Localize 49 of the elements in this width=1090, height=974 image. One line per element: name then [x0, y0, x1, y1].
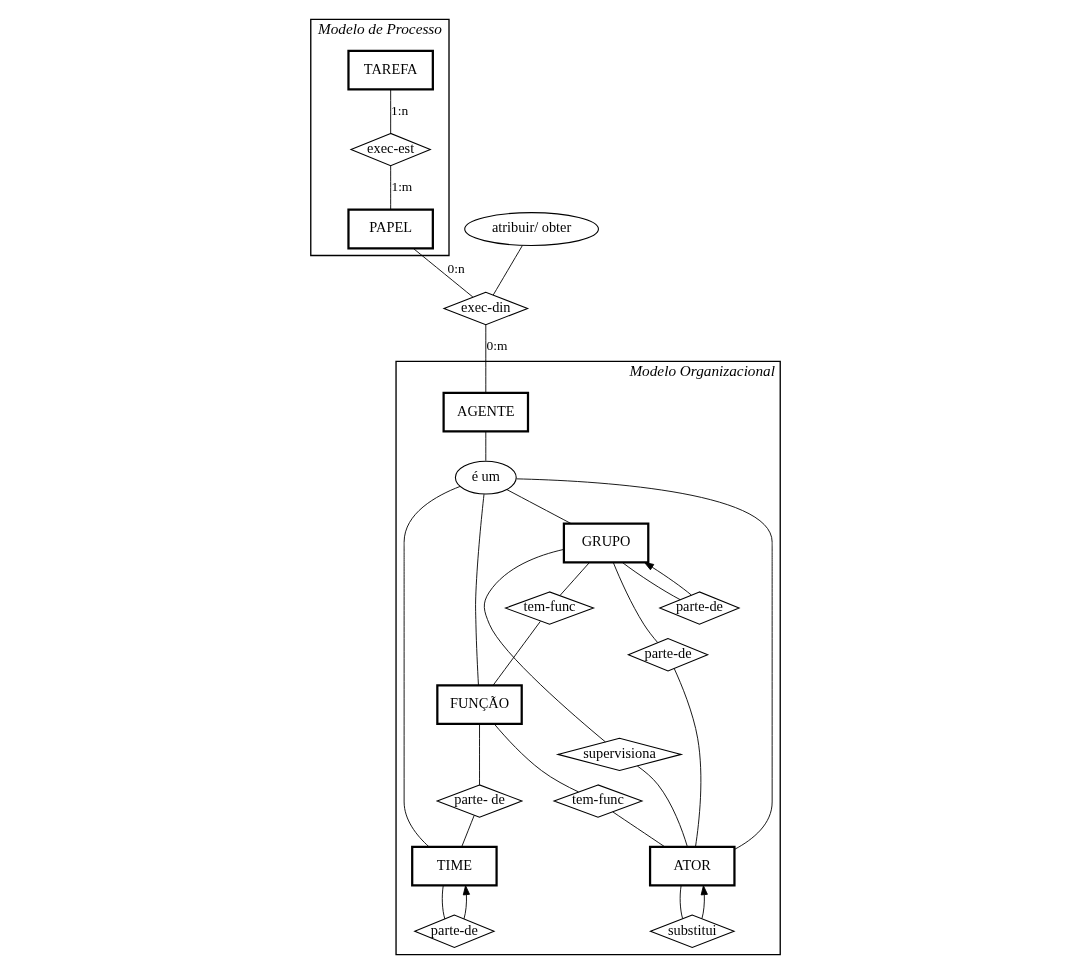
connector	[441, 885, 445, 920]
node-box: FUNÇÃO	[435, 684, 523, 725]
connector	[460, 814, 475, 848]
node-box: ATOR	[648, 845, 736, 887]
node-diamond: parte-de	[657, 591, 741, 625]
connector	[515, 478, 773, 850]
node-box: PAPEL	[346, 208, 434, 250]
node-diamond: exec-din	[442, 291, 529, 326]
connector	[484, 431, 486, 462]
arrow	[462, 885, 470, 920]
node-box: TAREFA	[346, 49, 434, 91]
node-box: GRUPO	[562, 522, 649, 564]
connector	[611, 811, 665, 848]
connector	[679, 885, 683, 920]
node-diamond: parte-de	[412, 914, 495, 948]
arrow	[700, 885, 708, 920]
arrow	[643, 561, 692, 596]
connector	[492, 620, 541, 686]
edge-label: 0:n	[447, 261, 465, 277]
connector	[403, 486, 460, 848]
node-ellipse: é um	[454, 460, 517, 495]
node-diamond: exec-est	[349, 132, 432, 167]
connector	[493, 723, 579, 793]
connector	[412, 248, 473, 298]
connector	[483, 548, 606, 743]
connector	[478, 723, 480, 786]
node-diamond: parte- de	[435, 784, 523, 818]
node-diamond: tem-func	[503, 591, 595, 625]
edge-label: 1:m	[390, 178, 412, 194]
node-diamond: substitui	[648, 914, 736, 948]
connector	[389, 89, 391, 134]
connector	[621, 562, 681, 601]
node-diamond: supervisiona	[555, 737, 683, 772]
node-diamond: parte-de	[626, 638, 709, 672]
node-box: AGENTE	[442, 391, 529, 433]
connector	[673, 667, 701, 848]
connector	[636, 765, 688, 848]
connector	[474, 493, 484, 686]
node-diamond: tem-func	[552, 784, 644, 818]
connector	[484, 324, 486, 393]
connector	[492, 245, 523, 296]
node-ellipse: atribuir/ obter	[463, 212, 599, 246]
connector	[389, 165, 391, 210]
edge-label: 0:m	[486, 337, 507, 353]
connector	[559, 562, 590, 596]
node-box: TIME	[410, 845, 498, 887]
connector	[612, 561, 658, 643]
edge-label: 1:n	[390, 102, 408, 118]
connector	[506, 489, 572, 525]
